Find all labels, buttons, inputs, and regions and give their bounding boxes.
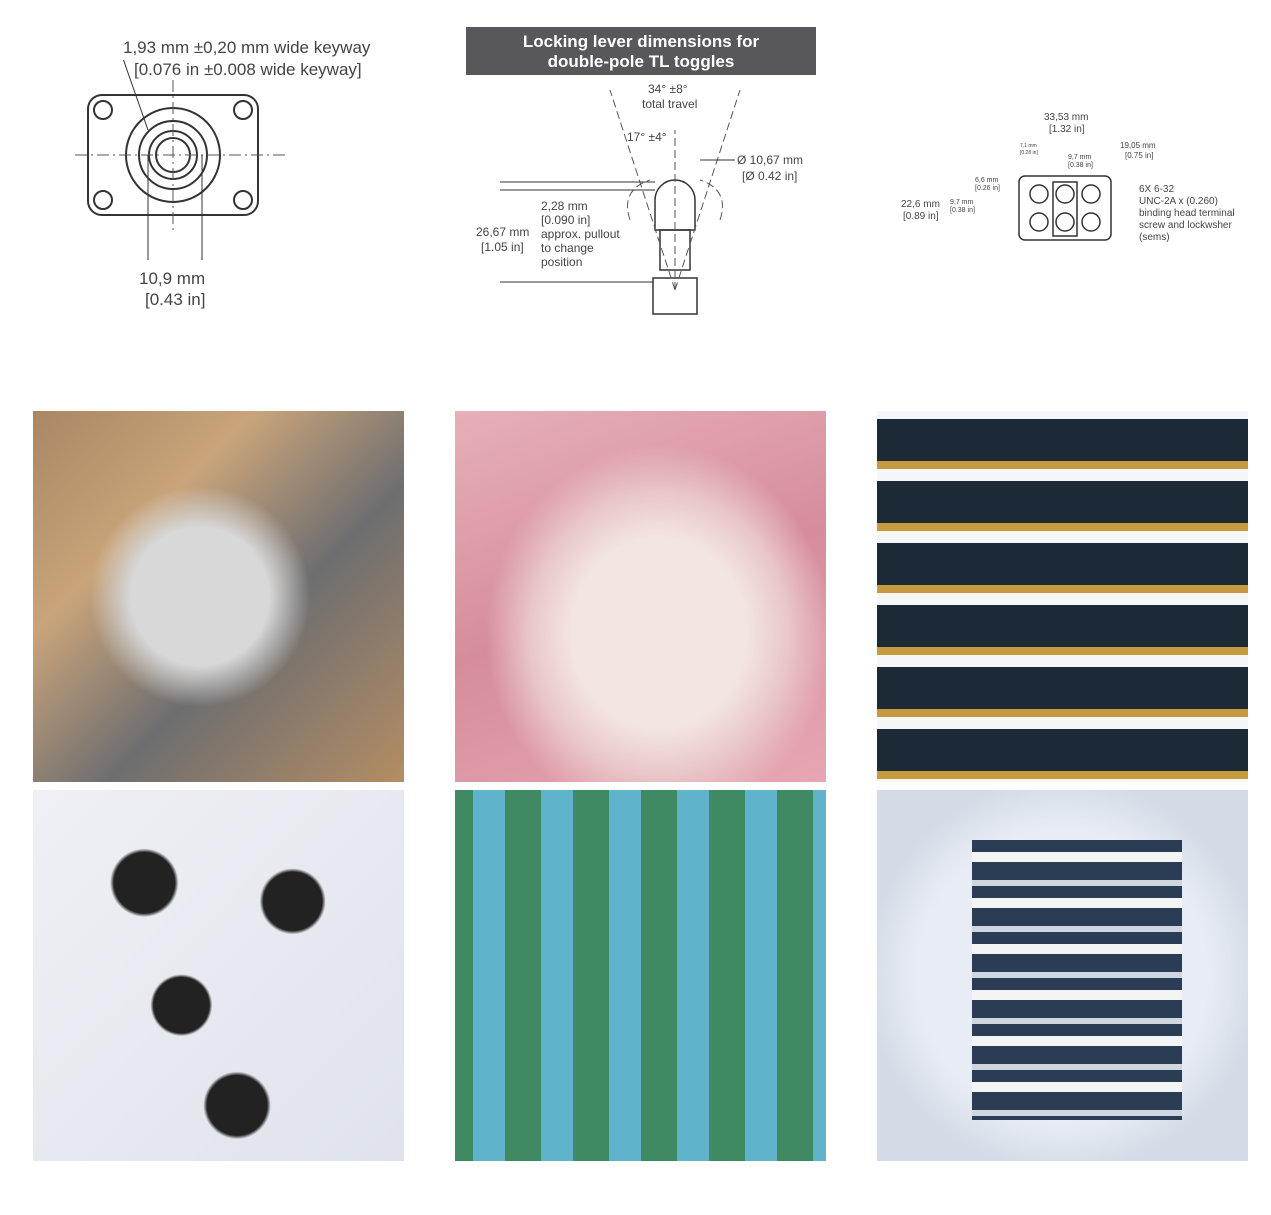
- pullout-note: to change: [541, 241, 594, 255]
- span-mm: 19,05 mm: [1120, 141, 1156, 150]
- photo-switches-in-box: [33, 411, 404, 782]
- width-mm: 10,9 mm: [139, 269, 206, 288]
- travel-label: total travel: [642, 97, 698, 111]
- lever-drawing: [500, 90, 741, 315]
- pitch-mm: 9,7 mm: [1068, 154, 1092, 161]
- half-travel: 17° ±4°: [627, 130, 667, 144]
- vpitch-in: [0.38 in]: [950, 207, 975, 214]
- screw-spec: 6X 6-32: [1139, 184, 1175, 195]
- screw-spec: UNC-2A x (0.260): [1139, 196, 1218, 207]
- pullout-mm: 2,28 mm: [541, 199, 588, 213]
- photo-wrapped-switch-stack: [877, 790, 1248, 1161]
- keyway-in: [0.076 in ±0.008 wide keyway]: [134, 60, 362, 79]
- lever-title-line2: double-pole TL toggles: [547, 52, 735, 71]
- screw-spec: (sems): [1139, 232, 1170, 243]
- diameter-in: [Ø 0.42 in]: [742, 169, 798, 183]
- pullout-note: approx. pullout: [541, 227, 620, 241]
- width-in: [1.32 in]: [1049, 124, 1085, 135]
- pullout-in: [0.090 in]: [541, 213, 591, 227]
- terminal-drawing: [1018, 175, 1112, 241]
- photo-switch-rows: [877, 411, 1248, 782]
- photo-limit-switches-tray: [455, 790, 826, 1161]
- offset-mm: 7,1 mm: [1020, 143, 1037, 149]
- width-in: [0.43 in]: [145, 290, 206, 309]
- travel-deg: 34° ±8°: [648, 82, 688, 96]
- vpitch-mm: 9,7 mm: [950, 199, 974, 206]
- height-mm: 22,6 mm: [901, 199, 940, 210]
- width-mm: 33,53 mm: [1044, 112, 1089, 123]
- photo-bagged-roller-switches: [33, 790, 404, 1161]
- pitch-in: [0.38 in]: [1068, 162, 1093, 169]
- height-mm: 26,67 mm: [476, 225, 530, 239]
- offset-in: [0.28 in]: [1020, 150, 1038, 156]
- switch-front-drawing: [75, 60, 285, 260]
- diameter-mm: Ø 10,67 mm: [737, 153, 804, 167]
- top-mm: 6,6 mm: [975, 177, 999, 184]
- span-in: [0.75 in]: [1125, 151, 1154, 160]
- height-in: [1.05 in]: [481, 240, 524, 254]
- switch-stack: [972, 840, 1182, 1120]
- height-in: [0.89 in]: [903, 211, 939, 222]
- photo-white-toggles-pink-bag: [455, 411, 826, 782]
- screw-spec: screw and lockwsher: [1139, 220, 1232, 231]
- top-in: [0.26 in]: [975, 185, 1000, 192]
- screw-spec: binding head terminal: [1139, 208, 1235, 219]
- lever-title: Locking lever dimensions for double-pole…: [466, 27, 816, 75]
- lever-title-line1: Locking lever dimensions for: [522, 32, 760, 51]
- keyway-mm: 1,93 mm ±0,20 mm wide keyway: [123, 38, 371, 57]
- pullout-note: position: [541, 255, 583, 269]
